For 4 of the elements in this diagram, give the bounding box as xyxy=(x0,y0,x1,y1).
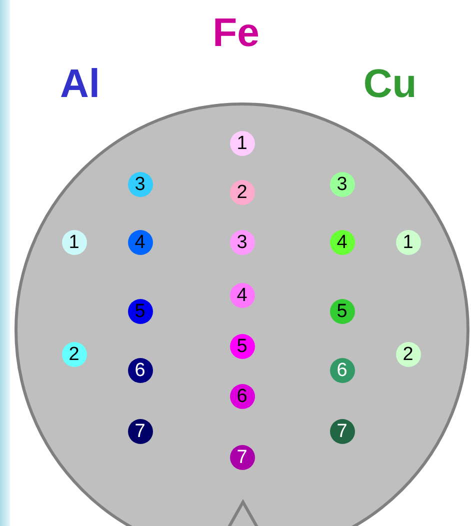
element-symbol: Al xyxy=(60,64,100,104)
element-symbol: Fe xyxy=(212,13,260,53)
circle-panel xyxy=(14,102,470,526)
element-symbol: Cu xyxy=(363,64,417,104)
